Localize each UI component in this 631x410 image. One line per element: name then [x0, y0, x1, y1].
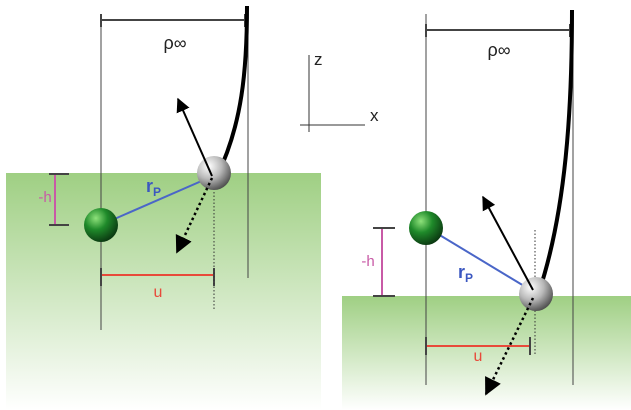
filament-curve — [537, 9, 574, 293]
force-arrow — [482, 195, 534, 291]
x-axis-label: x — [370, 106, 379, 125]
rho-inf-label: ρ∞ — [163, 33, 186, 53]
filament-curve — [215, 5, 249, 177]
rho-inf-bracket — [100, 14, 246, 27]
rp-label: rP — [458, 262, 473, 285]
green-sphere — [84, 208, 118, 242]
h-marker — [373, 227, 395, 297]
rho-inf-label: ρ∞ — [487, 40, 510, 60]
left-panel: ρ∞ -h u rP — [6, 5, 321, 410]
rp-vector — [427, 227, 535, 293]
reflected-arrow — [484, 297, 535, 396]
rp-label: rP — [146, 176, 161, 199]
u-label: u — [154, 284, 163, 301]
green-sphere — [409, 211, 443, 245]
rp-vector — [102, 175, 214, 225]
gray-sphere — [197, 156, 231, 190]
force-arrow — [176, 97, 213, 177]
z-axis-label: z — [314, 50, 323, 69]
reflected-arrow — [175, 177, 214, 254]
axes-indicator: z x — [300, 50, 379, 132]
water-region — [6, 173, 321, 410]
u-label: u — [474, 348, 483, 365]
rho-inf-bracket — [425, 24, 571, 37]
gray-sphere — [519, 277, 553, 311]
h-label: -h — [38, 189, 51, 206]
h-marker — [49, 173, 69, 226]
u-marker — [425, 337, 531, 355]
right-panel: ρ∞ -h u rP — [342, 9, 631, 410]
h-label: -h — [361, 253, 374, 270]
